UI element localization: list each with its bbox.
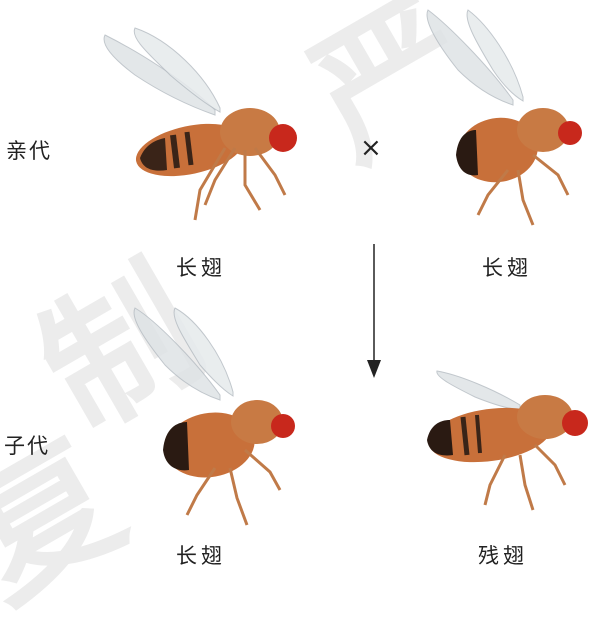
down-arrow-icon — [364, 244, 384, 380]
offspring-left-label: 长翅 — [176, 540, 226, 570]
parent-right-label: 长翅 — [482, 252, 532, 282]
fly-wings — [134, 308, 233, 400]
parent-left-label: 长翅 — [176, 252, 226, 282]
cross-symbol: × — [360, 133, 384, 163]
fly-wings — [427, 10, 523, 105]
offspring-left-fly-image — [125, 300, 305, 535]
parent-generation-label: 亲代 — [6, 135, 52, 165]
offspring-generation-label: 子代 — [4, 430, 50, 460]
parent-left-fly-image — [95, 20, 315, 235]
offspring-right-fly-image — [415, 365, 592, 535]
parent-right-fly-image — [418, 5, 588, 235]
fly-wings — [437, 371, 520, 410]
offspring-right-label: 残翅 — [478, 540, 528, 570]
fly-wings — [104, 28, 220, 115]
